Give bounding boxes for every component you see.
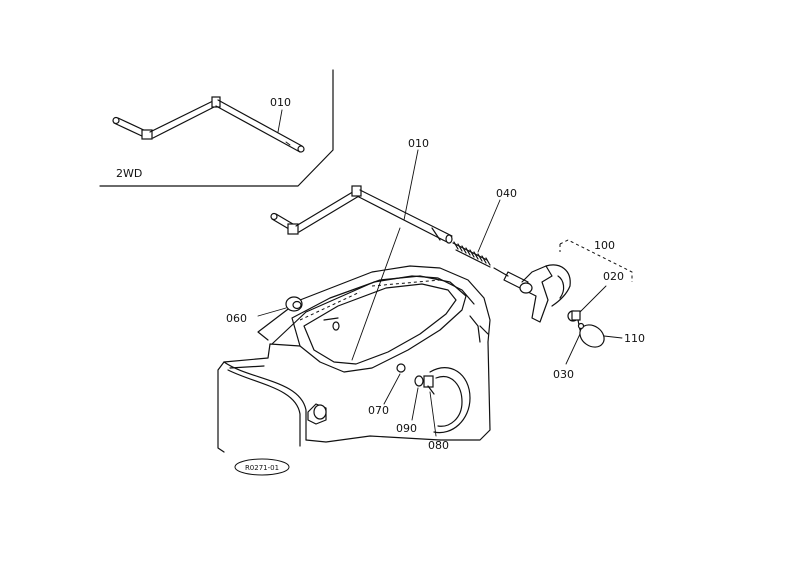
shift-rod-010: [270, 185, 453, 244]
label-020: 020: [603, 270, 624, 283]
shift-fork-100: [493, 264, 571, 323]
leader-030: [565, 333, 581, 365]
inset-2wd: 010 2WD: [99, 69, 334, 187]
label-080: 080: [428, 439, 449, 452]
leader-070: [383, 373, 401, 405]
leader-080: [429, 391, 437, 437]
leader-090: [411, 387, 419, 421]
reference-code: R0271-01: [245, 464, 279, 472]
label-060: 060: [226, 312, 247, 325]
washer-070: [396, 363, 406, 373]
label-030: 030: [553, 368, 574, 381]
leader-010: [403, 149, 419, 221]
leader-060: [257, 307, 287, 317]
inset-shift-rod: [112, 96, 305, 153]
label-040: 040: [496, 187, 517, 200]
inset-part-label: 010: [270, 96, 291, 109]
nut-060: [285, 296, 303, 312]
reference-code-badge: R0271-01: [234, 458, 290, 476]
label-090: 090: [396, 422, 417, 435]
label-010: 010: [408, 137, 429, 150]
plug-080: [423, 375, 435, 395]
label-110: 110: [624, 332, 645, 345]
leader-020: [579, 285, 607, 313]
leader-110: [603, 335, 623, 339]
transmission-case: [217, 265, 491, 453]
inset-leader: [277, 109, 283, 133]
label-100: 100: [594, 239, 615, 252]
inset-frame: [99, 69, 334, 187]
label-070: 070: [368, 404, 389, 417]
spring-040: [452, 241, 491, 268]
bracket-100: [559, 239, 633, 282]
inset-2wd-label: 2WD: [116, 167, 142, 180]
pin-030: [577, 319, 585, 331]
bolt-020: [567, 310, 581, 322]
leader-040: [477, 199, 501, 253]
oring-090: [414, 375, 424, 387]
leader-010-lower: [351, 227, 401, 361]
